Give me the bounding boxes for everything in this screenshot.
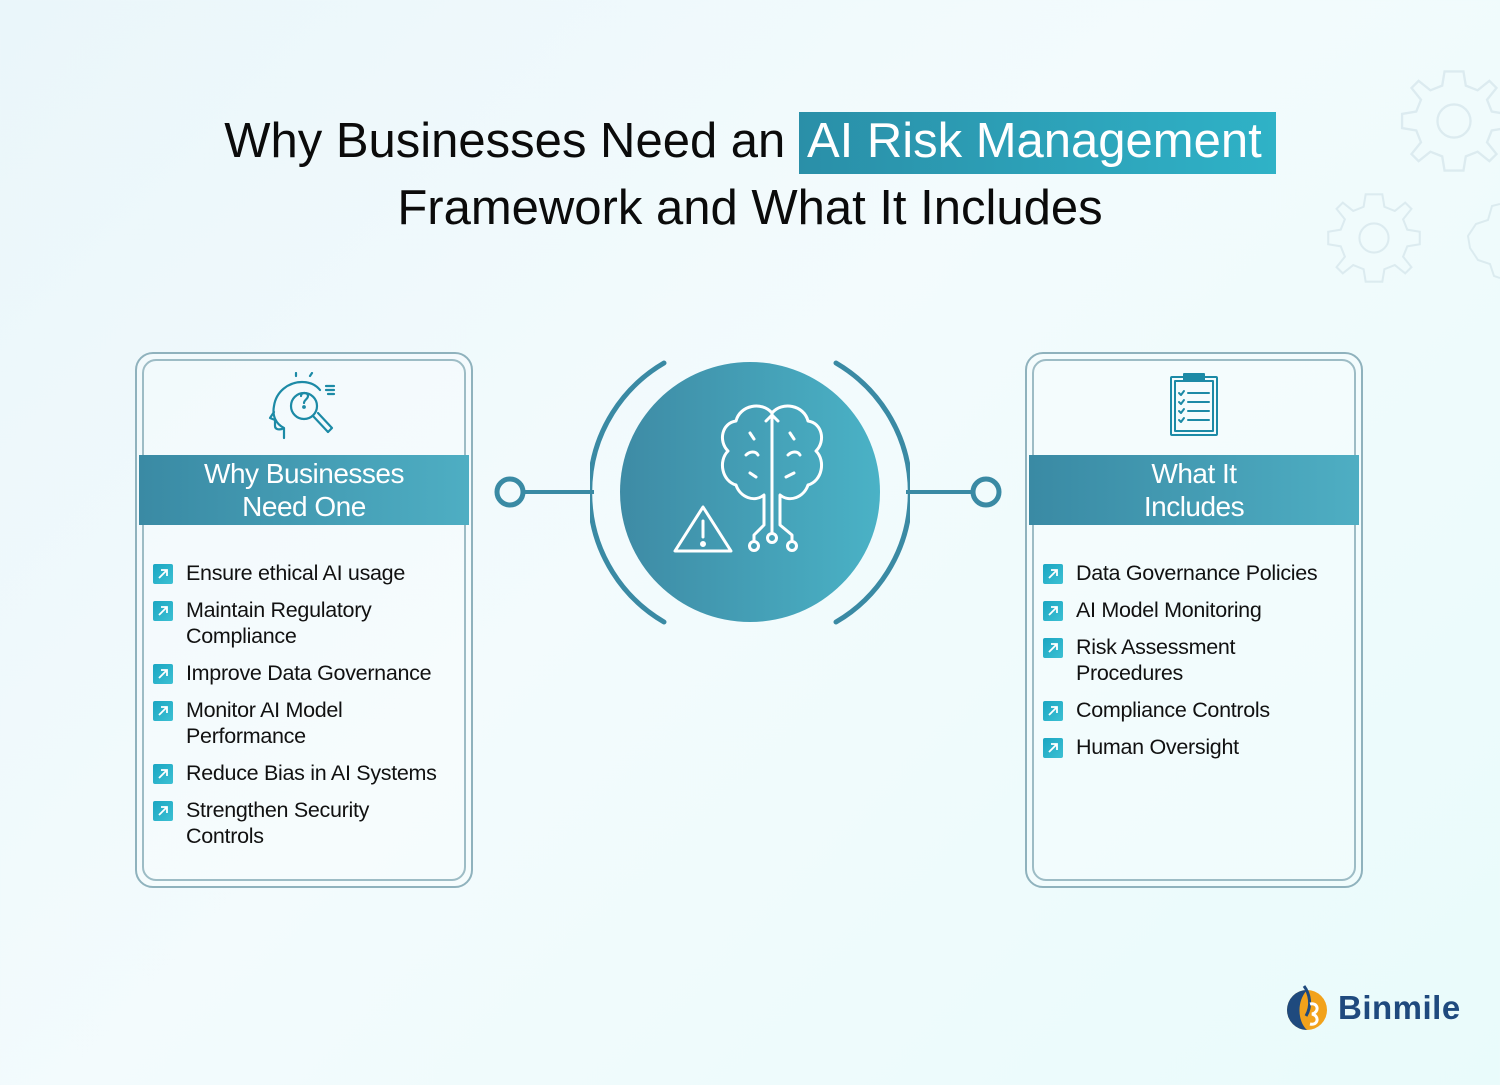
left-connector — [494, 476, 594, 508]
list-item: Monitor AI Model Performance — [153, 697, 467, 749]
clipboard-checklist-icon — [1170, 373, 1218, 436]
list-item: Ensure ethical AI usage — [153, 560, 467, 586]
list-item-text: Improve Data Governance — [186, 661, 432, 685]
arrow-up-right-icon — [153, 601, 173, 621]
card-heading: What It Includes — [1029, 455, 1359, 525]
title-part1: Why Businesses Need an — [224, 114, 786, 168]
arrow-up-right-icon — [1043, 701, 1063, 721]
list-item: Compliance Controls — [1043, 697, 1357, 723]
arrow-up-right-icon — [153, 801, 173, 821]
arrow-up-right-icon — [1043, 564, 1063, 584]
card-heading-line1: What It — [1151, 458, 1237, 489]
list-item: Reduce Bias in AI Systems — [153, 760, 467, 786]
arrow-up-right-icon — [153, 764, 173, 784]
card-heading-line2: Need One — [242, 491, 366, 522]
arrow-up-right-icon — [1043, 638, 1063, 658]
gear-icon — [1466, 203, 1500, 279]
list-item-text: Maintain Regulatory Compliance — [186, 598, 372, 648]
arrow-up-right-icon — [153, 701, 173, 721]
card-heading-line2: Includes — [1143, 491, 1245, 522]
brand-name: Binmile — [1338, 989, 1461, 1026]
arrow-up-right-icon — [1043, 738, 1063, 758]
list-item: Risk Assessment Procedures — [1043, 634, 1357, 686]
list-item: Strengthen Security Controls — [153, 797, 467, 849]
list-item: Human Oversight — [1043, 734, 1357, 760]
page-title: Why Businesses Need an AI Risk Managemen… — [0, 108, 1500, 242]
head-idea-search-icon — [268, 372, 336, 440]
card-inner-border — [142, 359, 466, 881]
list-item-text: Ensure ethical AI usage — [186, 561, 405, 585]
list-item: AI Model Monitoring — [1043, 597, 1357, 623]
list-item: Data Governance Policies — [1043, 560, 1357, 586]
list-item-text: Risk Assessment Procedures — [1076, 635, 1236, 685]
card-inner-border — [1032, 359, 1356, 881]
binmile-logo-icon — [1287, 985, 1327, 1030]
gear-icon — [1400, 70, 1500, 172]
list-item: Maintain Regulatory Compliance — [153, 597, 467, 649]
right-connector — [906, 476, 1002, 508]
list-item-text: Data Governance Policies — [1076, 561, 1318, 585]
brain-circuit-warning-icon — [590, 360, 910, 625]
why-list: Ensure ethical AI usage Maintain Regulat… — [153, 560, 467, 860]
what-it-includes-card: What It Includes Data Governance Policie… — [1025, 352, 1363, 888]
list-item-text: Compliance Controls — [1076, 698, 1270, 722]
list-item-text: Reduce Bias in AI Systems — [186, 761, 437, 785]
list-item-text: Strengthen Security Controls — [186, 798, 370, 848]
arrow-up-right-icon — [1043, 601, 1063, 621]
title-highlight: AI Risk Management — [798, 112, 1276, 174]
arrow-up-right-icon — [153, 664, 173, 684]
list-item-text: AI Model Monitoring — [1076, 598, 1262, 622]
list-item-text: Human Oversight — [1076, 735, 1239, 759]
brand-logo: Binmile — [1284, 982, 1461, 1034]
includes-list: Data Governance Policies AI Model Monito… — [1043, 560, 1357, 771]
arrow-up-right-icon — [153, 564, 173, 584]
card-heading: Why Businesses Need One — [139, 455, 469, 525]
card-heading-line1: Why Businesses — [204, 458, 404, 489]
gear-icon — [1327, 193, 1421, 283]
title-part2: Framework and What It Includes — [397, 181, 1103, 235]
list-item: Improve Data Governance — [153, 660, 467, 686]
list-item-text: Monitor AI Model Performance — [186, 698, 343, 748]
why-businesses-card: Why Businesses Need One Ensure ethical A… — [135, 352, 473, 888]
